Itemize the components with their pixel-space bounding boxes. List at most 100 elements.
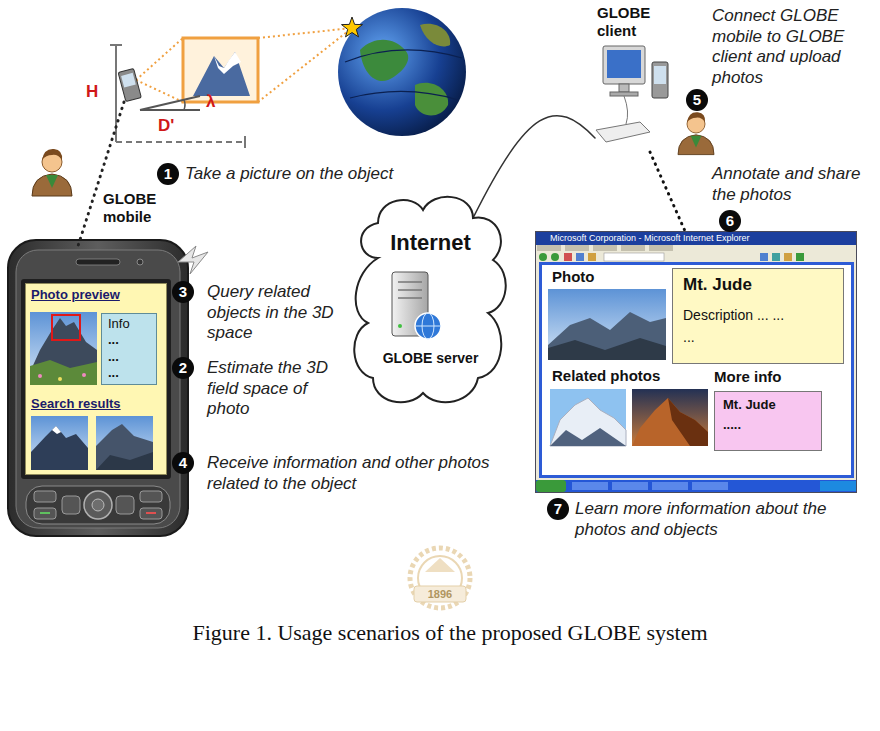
client-node: GLOBE client — [595, 2, 690, 152]
soft-key — [34, 491, 56, 502]
toolbar-icon — [796, 253, 804, 261]
browser-window: Microsoft Corporation - Microsoft Intern… — [535, 231, 857, 493]
tablet — [652, 62, 668, 98]
monitor-screen — [607, 50, 641, 78]
watermark-ribbon — [414, 586, 466, 602]
section-heading-place: Photo — [552, 268, 595, 286]
phone-speaker — [76, 259, 120, 265]
more-info-body: ..... — [723, 417, 813, 434]
window-title: Microsoft Corporation - Microsoft Intern… — [536, 232, 856, 245]
screen-heading: Photo preview — [31, 287, 120, 303]
view-frame — [183, 38, 258, 102]
object-description: Description ... ... ... — [683, 305, 795, 348]
toolbar-icon — [564, 253, 572, 261]
node-fill — [25, 283, 167, 475]
callout-number: 1 — [157, 163, 179, 185]
step-text: Learn more information about the photos … — [575, 499, 865, 540]
photo-mountain — [31, 426, 88, 470]
node-fill — [714, 391, 822, 451]
keypad — [26, 486, 170, 524]
step-text-place: Take a picture on the object — [185, 164, 393, 185]
angle-arc — [184, 100, 185, 110]
step-text-place: Annotate and share the photos — [712, 164, 872, 205]
client-label-place: GLOBE client — [597, 4, 661, 40]
angle-label: λ — [206, 92, 215, 112]
cloud-outline — [348, 188, 513, 413]
photo-sky — [548, 289, 666, 360]
flower — [58, 377, 62, 381]
photo-sky — [96, 416, 153, 470]
monitor-stand — [619, 84, 629, 92]
nav-center — [92, 499, 104, 511]
section-heading: Related photos — [552, 367, 660, 385]
user-icon — [32, 149, 72, 196]
photo-mountain — [30, 318, 97, 385]
screen-heading-place: Search results — [31, 396, 121, 412]
phone-camera — [137, 259, 143, 265]
server-label-place: GLOBE server — [368, 350, 493, 367]
tray — [820, 481, 856, 491]
keyboard-cable — [624, 96, 628, 124]
photo-sky — [550, 389, 626, 446]
watermark-gear — [410, 548, 470, 608]
object-name: Mt. Jude — [683, 275, 833, 295]
callout-number-place: 7 — [547, 498, 569, 520]
step-text-place: Learn more information about the photos … — [575, 499, 865, 540]
callout-number: 4 — [172, 452, 194, 474]
toolbar-icon — [551, 253, 559, 261]
callout-number-place: 5 — [686, 89, 708, 111]
globe-line — [345, 50, 462, 62]
object-marker — [52, 315, 80, 340]
photo-rocks — [550, 428, 626, 446]
call-mark — [40, 512, 50, 514]
target-star — [342, 17, 363, 37]
callout-number: 7 — [547, 498, 569, 520]
distance-line — [116, 141, 245, 143]
toolbar-icon — [784, 253, 792, 261]
title-box: Mt. JudeDescription ... ... ... — [672, 268, 844, 364]
callout-number: 5 — [686, 89, 708, 111]
window-title-place: Microsoft Corporation - Microsoft Intern… — [536, 232, 856, 245]
angle-label-place: λ — [206, 92, 215, 112]
phone-bezel — [16, 250, 180, 528]
server-node: GLOBE server — [368, 268, 493, 372]
toolbar-icon — [760, 253, 768, 261]
dimension-label-place: H — [86, 82, 98, 102]
section-heading-place: Related photos — [552, 367, 660, 385]
info-body: ... ... ... — [108, 332, 126, 381]
view-ray — [136, 28, 352, 102]
user-icon — [678, 112, 714, 154]
node-fill — [672, 268, 844, 364]
server-slots — [398, 282, 422, 298]
distance-tick — [244, 136, 246, 148]
more-info-box: More infoMt. Jude..... — [714, 391, 822, 451]
callout-number: 3 — [172, 281, 194, 303]
cloud-label-place: Internet — [348, 230, 513, 256]
task-button — [612, 482, 648, 490]
info-box: Info... ... ... — [101, 313, 157, 385]
watermark-text: 1896 — [414, 586, 466, 602]
toolbar-icon — [576, 253, 584, 261]
task-button — [692, 482, 728, 490]
screen-frame — [21, 279, 171, 479]
menu-item — [621, 245, 645, 251]
dimension-label-place: D' — [158, 116, 174, 136]
watermark-text-place: 1896 — [414, 586, 466, 602]
section-heading: Photo — [552, 268, 595, 286]
screen-heading: Search results — [31, 396, 121, 412]
monitor — [603, 46, 645, 84]
photo-ridge — [548, 338, 666, 360]
cloud-label: Internet — [348, 230, 513, 256]
frame-mountain — [193, 52, 250, 96]
dimension-label: H — [86, 82, 98, 102]
network-link — [650, 152, 685, 231]
menu-item — [565, 245, 589, 251]
photo-meadow — [30, 360, 97, 385]
callout-number-place: 6 — [719, 210, 741, 232]
object-name: Mt. Jude — [723, 397, 813, 414]
menu-item — [593, 245, 617, 251]
start-button — [536, 480, 566, 492]
step-text-place: Query related objects in the 3D space — [207, 282, 347, 344]
small-phone-screen — [121, 73, 136, 88]
photo-sky — [31, 416, 88, 470]
